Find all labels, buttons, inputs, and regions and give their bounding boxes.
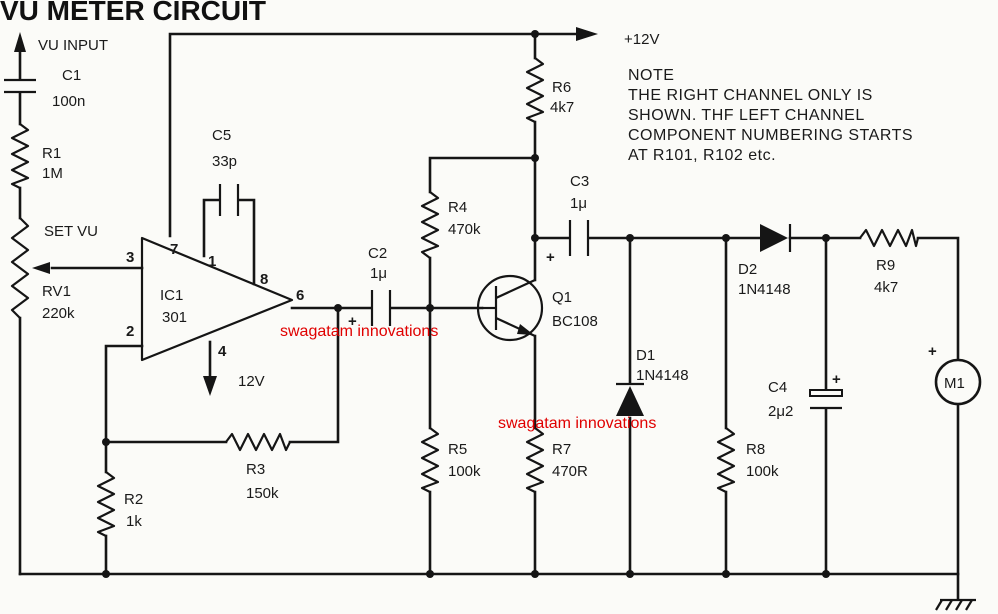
capacitor-c2 [370, 290, 392, 326]
meter-m1 [934, 358, 982, 406]
pin7-label: 7 [170, 241, 178, 258]
c3-plus-label: + [546, 249, 555, 266]
input-arrow-icon [14, 32, 26, 52]
capacitor-c1 [4, 78, 36, 94]
junctions [102, 30, 830, 578]
rv1-value: 220k [42, 305, 75, 322]
pin6-label: 6 [296, 287, 304, 304]
rv1-ref: RV1 [42, 283, 71, 300]
r3-ref: R3 [246, 461, 265, 478]
note-heading: NOTE [628, 67, 674, 84]
c3-value: 1μ [570, 195, 587, 212]
resistor-r2 [96, 471, 116, 537]
c4-plus-label: + [832, 371, 841, 388]
d1-ref: D1 [636, 347, 655, 364]
r4-value: 470k [448, 221, 481, 238]
c5-value: 33p [212, 153, 237, 170]
d2-value: 1N4148 [738, 281, 791, 298]
note-line: COMPONENT NUMBERING STARTS [628, 127, 913, 144]
resistor-r4 [420, 191, 440, 259]
pin3-label: 3 [126, 249, 134, 266]
resistor-r6 [525, 57, 545, 123]
input-label: VU INPUT [38, 37, 108, 54]
wires [18, 27, 960, 600]
wiper-arrow-icon [32, 262, 50, 274]
resistor-r5 [420, 427, 440, 493]
capacitor-c5 [218, 184, 240, 216]
supply-label: +12V [624, 31, 659, 48]
diode-d2 [760, 224, 792, 252]
m1-ref: M1 [944, 375, 965, 392]
r2-ref: R2 [124, 491, 143, 508]
transistor-q1 [476, 274, 544, 342]
ic-supply-label: 12V [238, 373, 265, 390]
r7-ref: R7 [552, 441, 571, 458]
r2-value: 1k [126, 513, 142, 530]
c2-ref: C2 [368, 245, 387, 262]
resistor-r9 [859, 228, 920, 248]
capacitor-c4 [809, 389, 843, 410]
potentiometer-rv1 [10, 217, 30, 319]
r1-value: 1M [42, 165, 63, 182]
supply-arrow-icon [576, 27, 598, 41]
resistor-r3 [225, 432, 291, 452]
diagram-title: VU METER CIRCUIT [0, 0, 266, 26]
m1-plus-label: + [928, 343, 937, 360]
r8-value: 100k [746, 463, 779, 480]
q1-value: BC108 [552, 313, 598, 330]
r3-value: 150k [246, 485, 279, 502]
pin4-label: 4 [218, 343, 227, 360]
c4-ref: C4 [768, 379, 787, 396]
watermark-text: swagatam innovations [498, 415, 656, 432]
r7-value: 470R [552, 463, 588, 480]
c3-ref: C3 [570, 173, 589, 190]
r5-value: 100k [448, 463, 481, 480]
r9-value: 4k7 [874, 279, 898, 296]
c5-ref: C5 [212, 127, 231, 144]
pin2-label: 2 [126, 323, 134, 340]
r4-ref: R4 [448, 199, 467, 216]
q1-ref: Q1 [552, 289, 572, 306]
r8-ref: R8 [746, 441, 765, 458]
ground-icon [935, 598, 976, 611]
set-vu-label: SET VU [44, 223, 98, 240]
resistor-r1 [10, 123, 30, 189]
r6-value: 4k7 [550, 99, 574, 116]
note-line: THE RIGHT CHANNEL ONLY IS [628, 87, 873, 104]
diode-d1 [616, 382, 644, 416]
resistor-r8 [716, 427, 736, 493]
c1-value: 100n [52, 93, 85, 110]
d1-value: 1N4148 [636, 367, 689, 384]
note-line: AT R101, R102 etc. [628, 147, 776, 164]
pin1-label: 1 [208, 253, 216, 270]
r5-ref: R5 [448, 441, 467, 458]
capacitor-c3 [568, 220, 590, 256]
ic1-ref: IC1 [160, 287, 183, 304]
r6-ref: R6 [552, 79, 571, 96]
resistor-r7 [525, 427, 545, 493]
pin8-label: 8 [260, 271, 268, 288]
d2-ref: D2 [738, 261, 757, 278]
note-line: SHOWN. THF LEFT CHANNEL [628, 107, 865, 124]
r9-ref: R9 [876, 257, 895, 274]
pin4-arrow-icon [203, 376, 217, 396]
r1-ref: R1 [42, 145, 61, 162]
c2-value: 1μ [370, 265, 387, 282]
c2-plus-label: + [348, 313, 357, 330]
watermark-text: swagatam innovations [280, 323, 438, 340]
ic1-value: 301 [162, 309, 187, 326]
opamp-ic1 [140, 236, 294, 362]
c1-ref: C1 [62, 67, 81, 84]
c4-value: 2μ2 [768, 403, 793, 420]
